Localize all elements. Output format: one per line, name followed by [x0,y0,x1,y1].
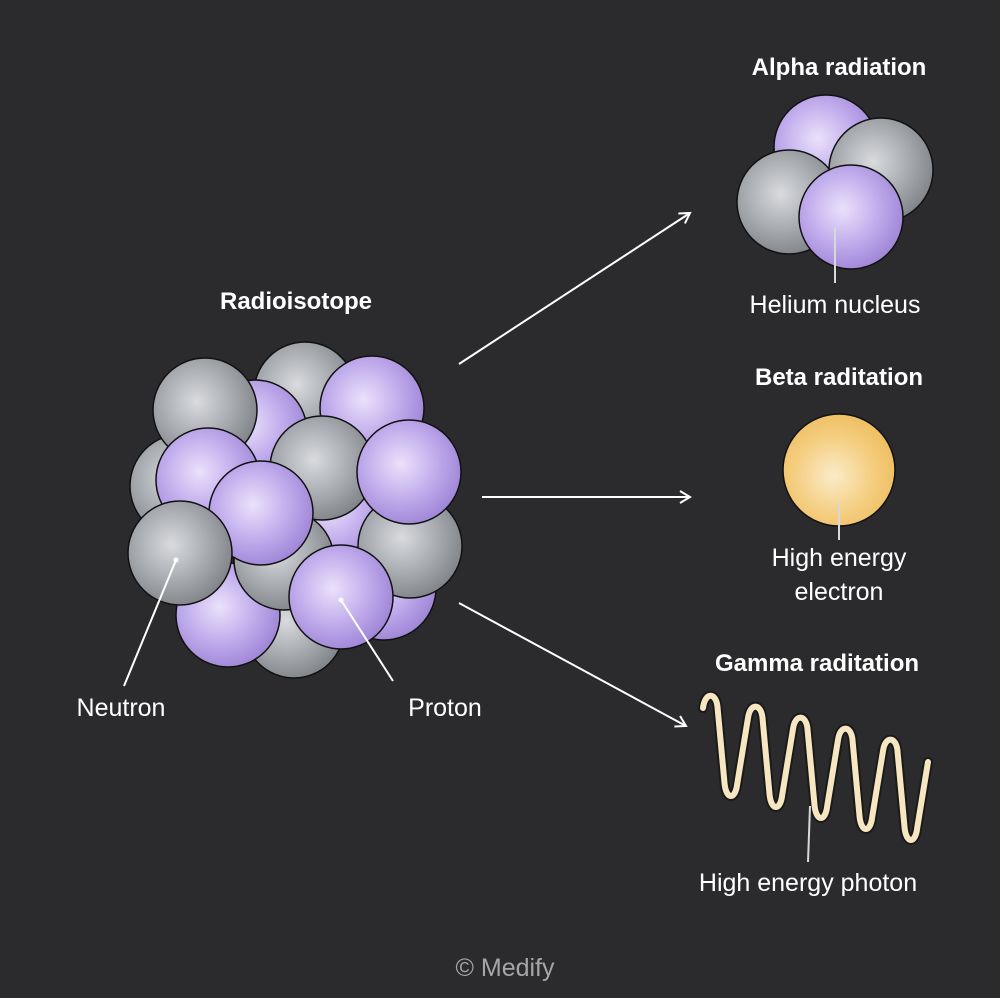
arrow-to-gamma [458,602,688,728]
proton-sphere [356,419,462,525]
helium-nucleus [736,94,934,270]
gamma-title: Gamma raditation [715,650,919,677]
radioisotope-title: Radioisotope [220,288,372,315]
proton-sphere [798,164,904,270]
copyright-credit: © Medify [456,954,555,982]
neutron-label: Neutron [77,694,166,722]
helium-label: Helium nucleus [750,291,921,319]
neutron-pointer-dot [173,557,179,563]
proton-pointer-dot [338,597,344,603]
neutron-sphere [127,500,233,606]
photon-wave [698,690,933,845]
alpha-title: Alpha radiation [752,54,927,81]
proton-label: Proton [408,694,482,722]
arrow-to-alpha [458,211,692,365]
proton-pointer [340,599,394,682]
proton-sphere [288,544,394,650]
photon-pointer [807,805,811,863]
electron-label-line1: High energy [772,544,907,572]
neutron-pointer [123,559,177,687]
photon-label: High energy photon [699,869,917,897]
electron-label-line2: electron [795,578,884,606]
beta-title: Beta raditation [755,364,923,391]
radioisotope-nucleus [127,341,463,679]
